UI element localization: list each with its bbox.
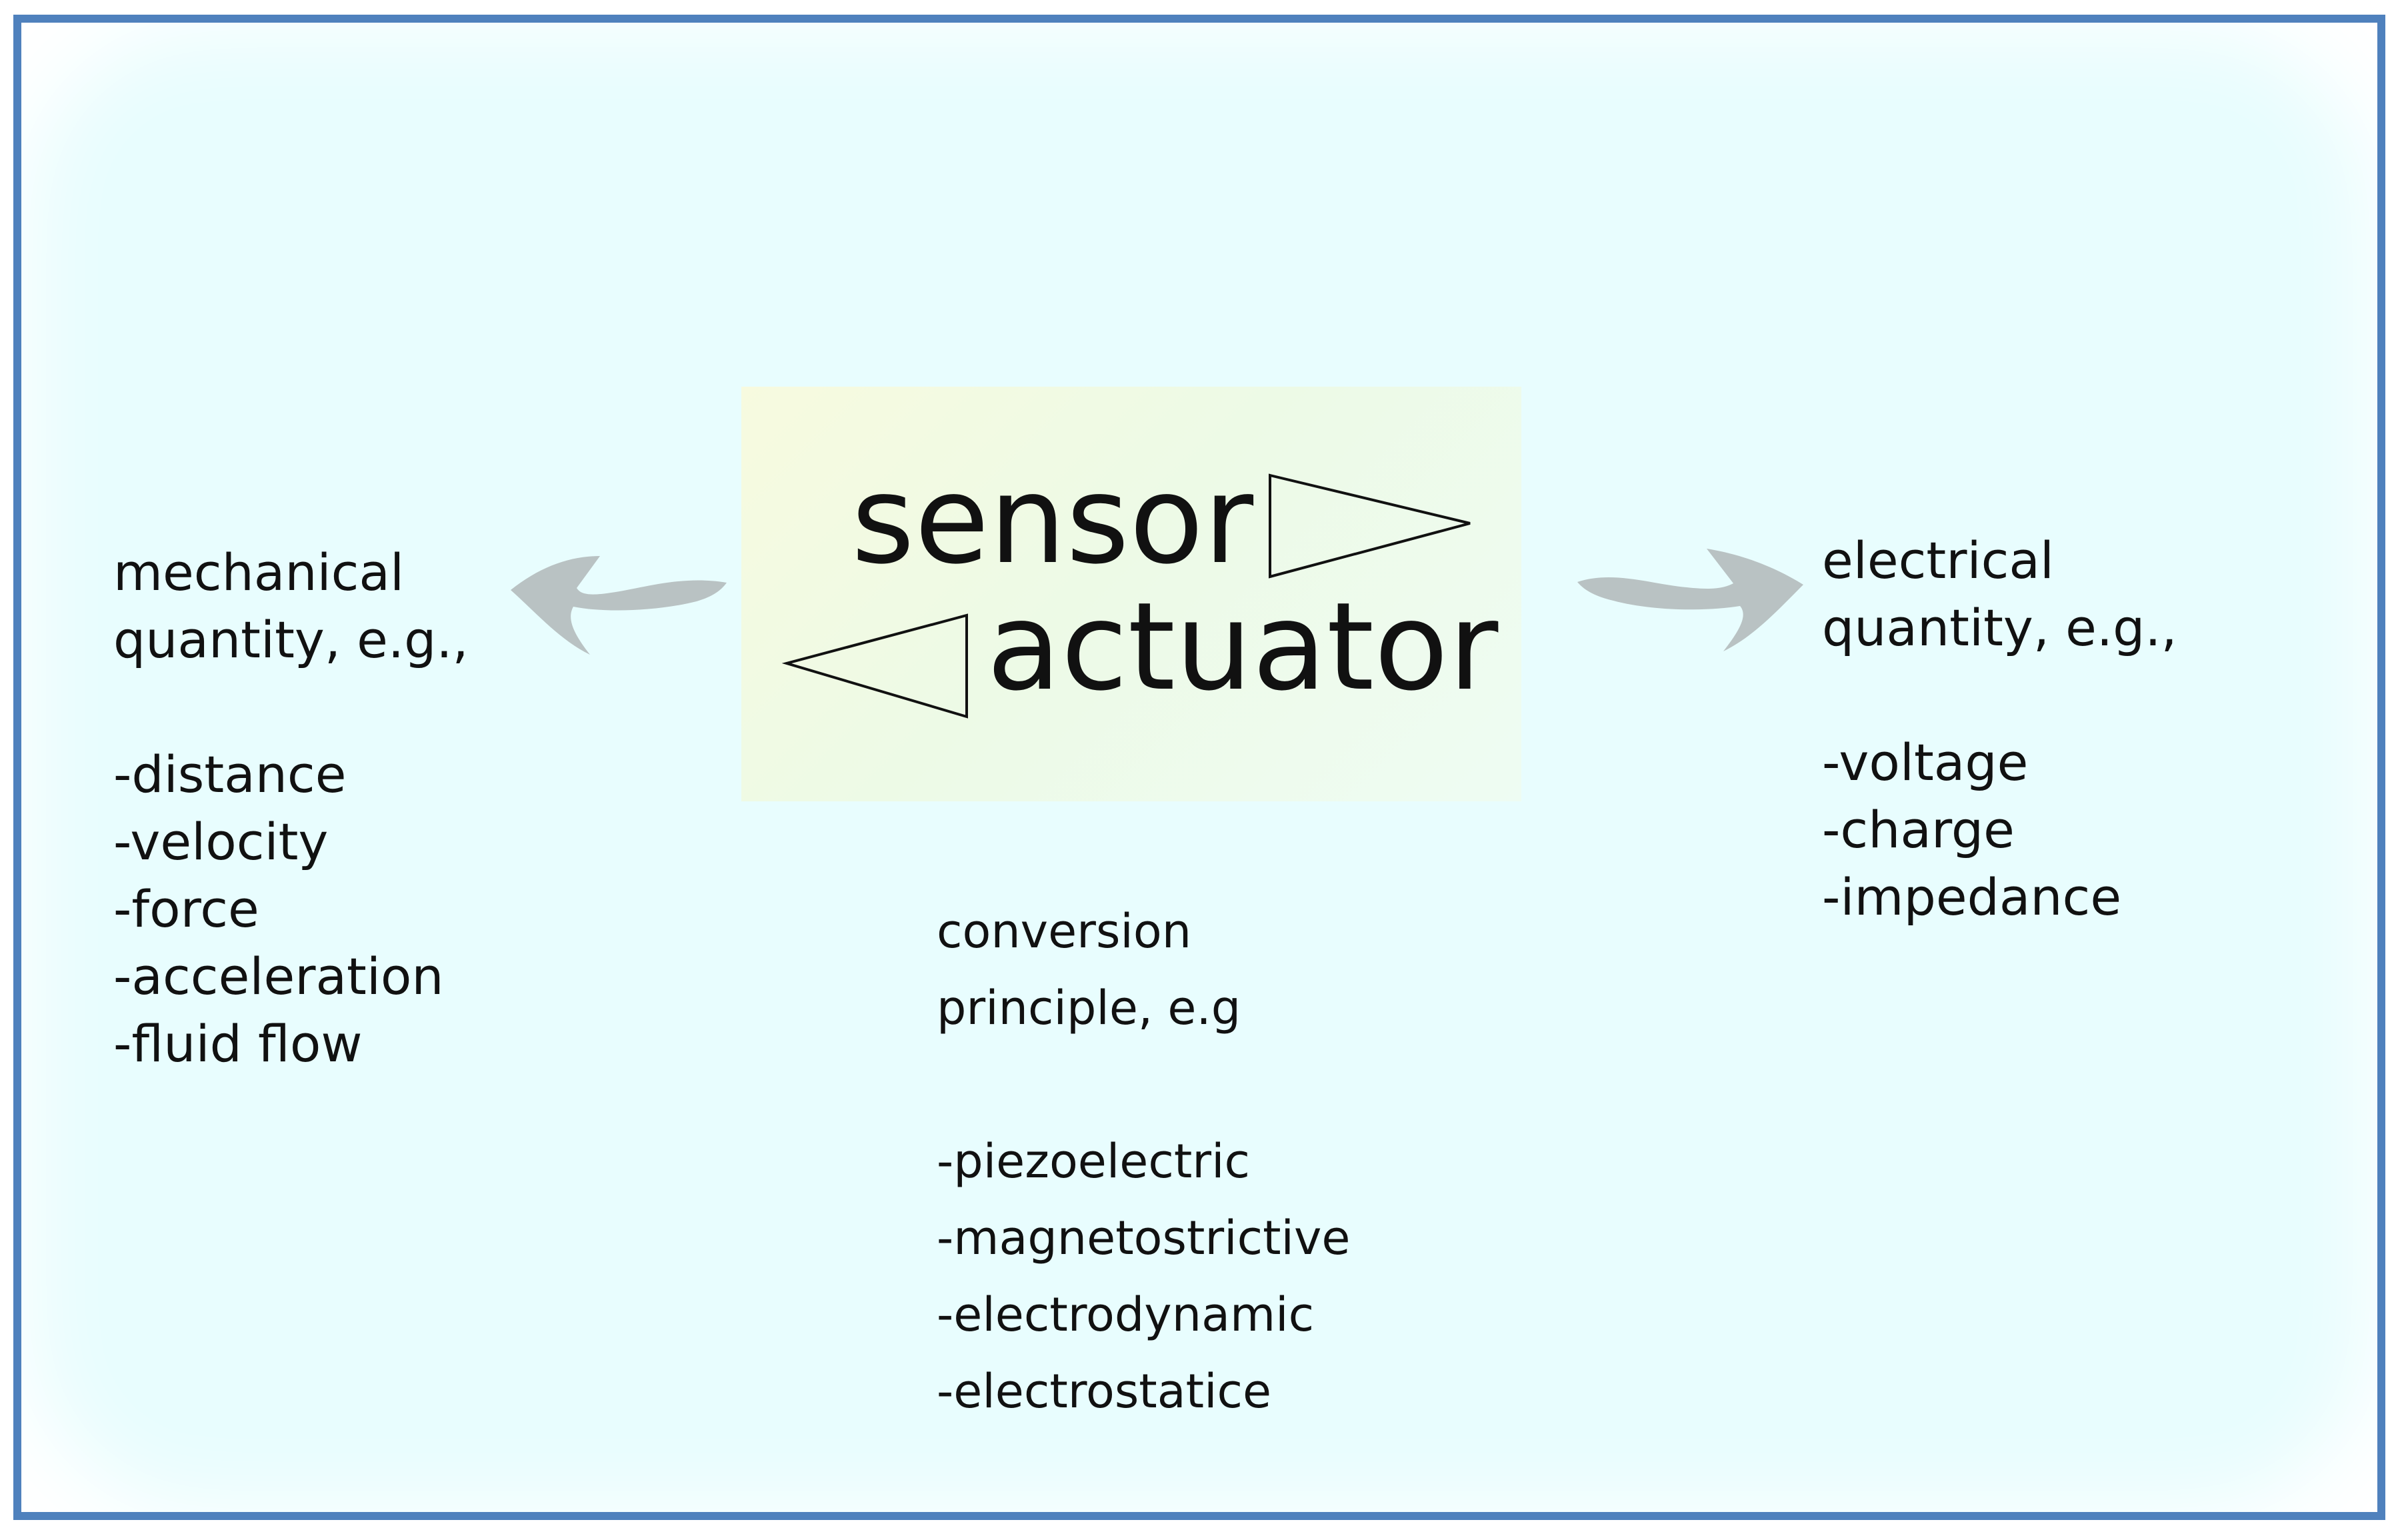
- actuator-label: actuator: [987, 576, 1499, 717]
- mechanical-title-line: quantity, e.g.,: [113, 610, 469, 669]
- electrical-item: -impedance: [1822, 867, 2122, 927]
- electrical-quantity-list: electrical quantity, e.g., -voltage -cha…: [1822, 527, 2177, 931]
- conversion-item: -electrostatice: [937, 1364, 1272, 1419]
- spacer: [113, 673, 469, 741]
- spacer: [937, 1047, 1351, 1123]
- mechanical-quantity-list: mechanical quantity, e.g., -distance -ve…: [113, 539, 469, 1077]
- mechanical-item: -force: [113, 879, 259, 939]
- conversion-item: -electrodynamic: [937, 1287, 1315, 1342]
- conversion-title-line: principle, e.g: [937, 981, 1241, 1035]
- electrical-title-line: quantity, e.g.,: [1822, 598, 2177, 657]
- curved-arrow-right-icon: [1577, 549, 1803, 651]
- conversion-principle-list: conversion principle, e.g -piezoelectric…: [937, 893, 1351, 1430]
- conversion-title-line: conversion: [937, 904, 1192, 959]
- sensor-label: sensor: [851, 449, 1254, 591]
- electrical-item: -charge: [1822, 800, 2015, 859]
- mechanical-item: -distance: [113, 745, 347, 804]
- mechanical-title-line: mechanical: [113, 543, 405, 602]
- conversion-item: -magnetostrictive: [937, 1211, 1351, 1265]
- electrical-item: -voltage: [1822, 733, 2029, 792]
- electrical-title-line: electrical: [1822, 531, 2055, 590]
- triangle-left-icon: [781, 613, 968, 719]
- curved-arrow-left-icon: [511, 556, 727, 655]
- mechanical-item: -velocity: [113, 812, 329, 871]
- mechanical-item: -acceleration: [113, 947, 444, 1006]
- conversion-item: -piezoelectric: [937, 1134, 1251, 1189]
- spacer: [1822, 661, 2177, 729]
- sensor-actuator-box: [741, 387, 1521, 801]
- mechanical-item: -fluid flow: [113, 1014, 363, 1073]
- triangle-right-icon: [1269, 473, 1471, 579]
